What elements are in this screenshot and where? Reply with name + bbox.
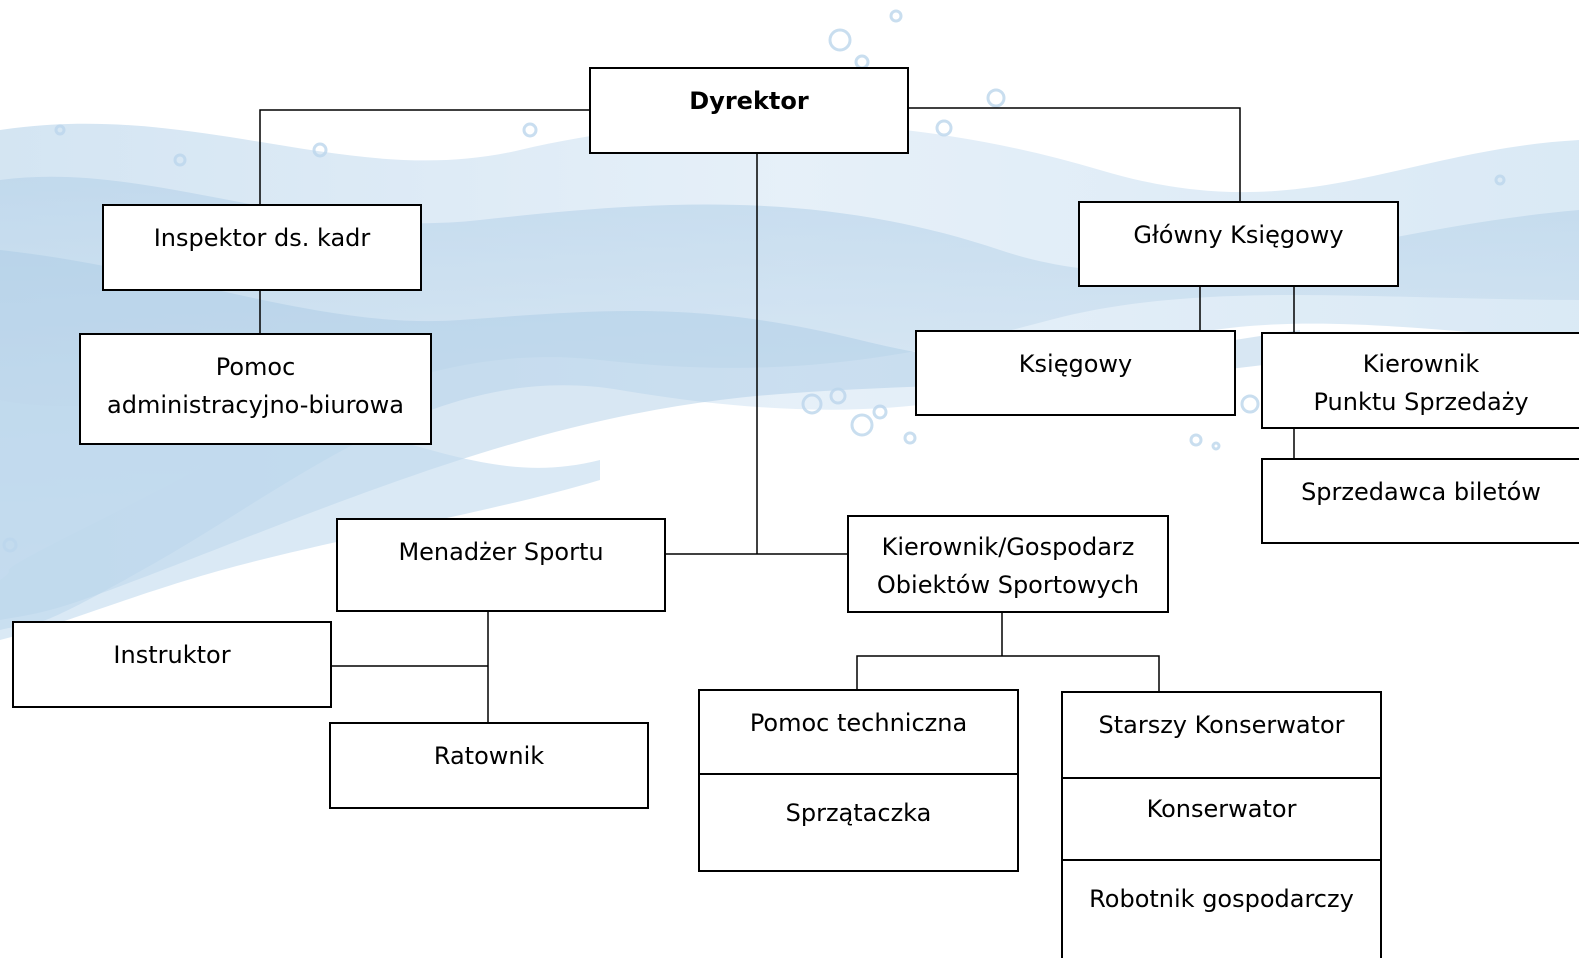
connector-dyrektor-inspektor xyxy=(259,109,590,205)
node-dyrektor-label: Dyrektor xyxy=(689,87,809,115)
node-instruktor: Instruktor xyxy=(12,621,332,708)
node-ratownik: Ratownik xyxy=(329,722,649,809)
node-ratownik-label: Ratownik xyxy=(433,742,545,770)
node-kierownik-gospodarz-label-2: Obiektów Sportowych xyxy=(876,571,1140,599)
node-pomoc-techniczna-group: Pomoc techniczna Sprzątaczka xyxy=(698,689,1019,872)
node-pomoc-techniczna-label: Pomoc techniczna xyxy=(749,709,968,737)
node-group-divider xyxy=(1063,777,1380,779)
node-inspektor: Inspektor ds. kadr xyxy=(102,204,422,291)
node-menadzer-sportu-label: Menadżer Sportu xyxy=(398,538,604,566)
node-kierownik-punktu-sprzedazy: Kierownik Punktu Sprzedaży xyxy=(1261,332,1579,429)
node-group-divider xyxy=(700,773,1017,775)
node-kierownik-punktu-sprzedazy-label-2: Punktu Sprzedaży xyxy=(1313,388,1529,416)
node-inspektor-label: Inspektor ds. kadr xyxy=(153,224,371,252)
node-sprzedawca-biletow: Sprzedawca biletów xyxy=(1261,458,1579,544)
node-kierownik-punktu-sprzedazy-label-1: Kierownik xyxy=(1362,350,1480,378)
node-dyrektor: Dyrektor xyxy=(589,67,909,154)
node-sprzedawca-biletow-label: Sprzedawca biletów xyxy=(1301,478,1541,506)
node-kierownik-gospodarz: Kierownik/Gospodarz Obiektów Sportowych xyxy=(847,515,1169,613)
node-konserwatorzy-group: Starszy Konserwator Konserwator Robotnik… xyxy=(1061,691,1382,958)
node-menadzer-sportu: Menadżer Sportu xyxy=(336,518,666,612)
node-pomoc-administracyjna-label-1: Pomoc xyxy=(215,353,296,381)
node-sprzataczka-label: Sprzątaczka xyxy=(785,799,932,827)
node-glowny-ksiegowy-label: Główny Księgowy xyxy=(1133,221,1344,249)
node-starszy-konserwator-label: Starszy Konserwator xyxy=(1098,711,1345,739)
node-kierownik-gospodarz-label-1: Kierownik/Gospodarz xyxy=(881,533,1135,561)
node-glowny-ksiegowy: Główny Księgowy xyxy=(1078,201,1399,287)
node-konserwator-label: Konserwator xyxy=(1146,795,1297,823)
connector-kierownik-gosp-children xyxy=(856,655,1160,692)
node-pomoc-administracyjna-label-2: administracyjno-biurowa xyxy=(107,391,404,419)
node-ksiegowy: Księgowy xyxy=(915,330,1236,416)
node-pomoc-administracyjna: Pomoc administracyjno-biurowa xyxy=(79,333,432,445)
connector-dyrektor-glowny-ksiegowy xyxy=(908,107,1241,202)
node-group-divider xyxy=(1063,859,1380,861)
node-instruktor-label: Instruktor xyxy=(113,641,231,669)
node-robotnik-gospodarczy-label: Robotnik gospodarczy xyxy=(1089,885,1354,913)
node-ksiegowy-label: Księgowy xyxy=(1018,350,1133,378)
